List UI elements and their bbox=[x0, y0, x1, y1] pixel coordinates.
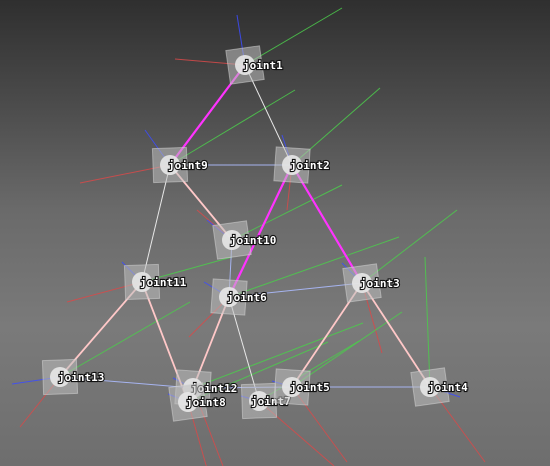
joints-layer[interactable]: joint1 joint9 joint2 joint10 joint11 joint6 jo… bbox=[41, 45, 469, 422]
joint-joint3[interactable]: joint3 bbox=[342, 263, 401, 303]
joint-label: joint5 bbox=[290, 381, 330, 394]
joint-sphere-icon bbox=[132, 272, 152, 292]
joint6-axis-green bbox=[228, 236, 400, 298]
joint-label: joint4 bbox=[428, 381, 468, 394]
joint-joint8[interactable]: joint8 bbox=[168, 382, 227, 422]
link-joint13-joint12 bbox=[59, 376, 194, 389]
joint13-axis-green bbox=[59, 301, 191, 378]
joint-sphere-icon bbox=[352, 273, 372, 293]
joint-sphere-icon bbox=[219, 287, 239, 307]
joint10-axis-green bbox=[231, 184, 343, 241]
joint-label: joint6 bbox=[227, 291, 267, 304]
joint12-axis-green bbox=[192, 322, 364, 389]
joint4-axis-green bbox=[424, 256, 431, 388]
joint-sphere-icon bbox=[178, 392, 198, 412]
joint-joint11[interactable]: joint11 bbox=[123, 263, 188, 301]
joint-joint4[interactable]: joint4 bbox=[410, 367, 469, 407]
joint-joint6[interactable]: joint6 bbox=[210, 278, 268, 316]
joint-joint5[interactable]: joint5 bbox=[273, 368, 331, 406]
joint-sphere-icon bbox=[235, 55, 255, 75]
joint-label: joint11 bbox=[140, 276, 187, 289]
joint-joint10[interactable]: joint10 bbox=[212, 220, 277, 260]
joint-sphere-icon bbox=[50, 367, 70, 387]
joint-joint2[interactable]: joint2 bbox=[273, 146, 331, 184]
joint-label: joint9 bbox=[168, 159, 208, 172]
joint-sphere-icon bbox=[282, 377, 302, 397]
joint-joint13[interactable]: joint13 bbox=[41, 358, 105, 396]
joint-label: joint8 bbox=[186, 396, 226, 409]
joint9-axis-green bbox=[169, 89, 296, 166]
joint-joint9[interactable]: joint9 bbox=[151, 146, 209, 184]
link-joint2-joint6 bbox=[228, 164, 293, 298]
link-joint9-joint11 bbox=[141, 164, 171, 283]
link-joint3-joint4 bbox=[361, 282, 431, 388]
link-joint6-joint3 bbox=[228, 282, 363, 298]
joint-sphere-icon bbox=[420, 377, 440, 397]
joint-label: joint1 bbox=[243, 59, 283, 72]
joint-sphere-icon bbox=[160, 155, 180, 175]
link-joint2-joint3 bbox=[291, 164, 363, 284]
joint8-axis-green bbox=[187, 341, 329, 403]
joint-sphere-icon bbox=[282, 155, 302, 175]
joint-label: joint13 bbox=[58, 371, 104, 384]
joint-sphere-icon bbox=[222, 230, 242, 250]
joint-label: joint10 bbox=[230, 234, 276, 247]
joint-label: joint2 bbox=[290, 159, 330, 172]
joint-sphere-icon bbox=[249, 391, 269, 411]
joint-joint1[interactable]: joint1 bbox=[225, 45, 284, 85]
joint-label: joint3 bbox=[360, 277, 400, 290]
